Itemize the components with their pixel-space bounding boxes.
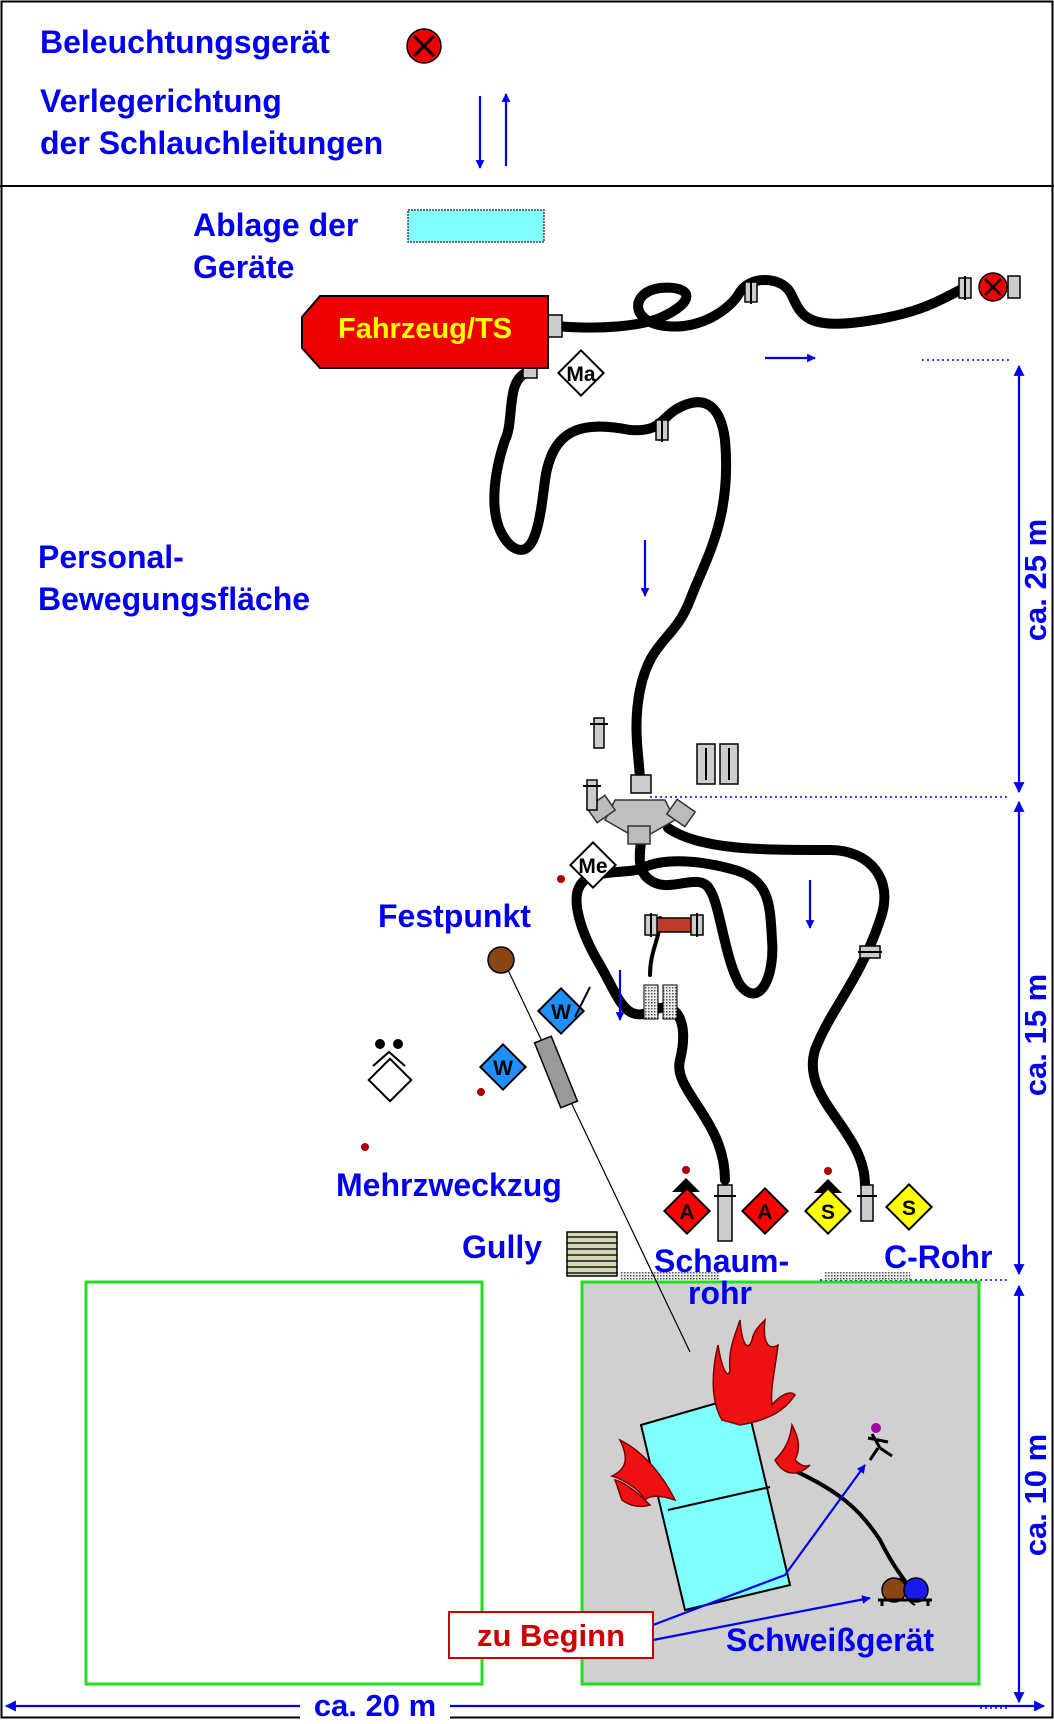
start-box xyxy=(448,1611,654,1659)
vehicle-label: Fahrzeug/TS xyxy=(338,313,512,345)
curb-left xyxy=(620,1272,720,1280)
gully-label: Gully xyxy=(462,1229,542,1265)
foam-nozzle-line1: Schaum- xyxy=(654,1243,789,1279)
water-troop-symbol-2 xyxy=(477,1042,528,1096)
c-nozzle-icon xyxy=(857,1184,877,1222)
legend-lighting-label: Beleuchtungsgerät xyxy=(40,24,330,60)
dimension-10m: ca. 10 m xyxy=(1018,1434,1053,1556)
hose-troop-symbols xyxy=(803,1167,934,1236)
distributor-icon xyxy=(585,774,697,845)
dimension-25m: ca. 25 m xyxy=(1018,519,1053,641)
messenger-symbol xyxy=(557,840,618,890)
direction-arrows-icon xyxy=(475,93,511,169)
start-label: zu Beginn xyxy=(477,1618,625,1653)
hose-troop-label-2: S xyxy=(902,1197,916,1220)
water-troop-label-1: W xyxy=(551,1001,571,1024)
lighting-icon xyxy=(406,28,442,64)
c-nozzle-label: C-Rohr xyxy=(884,1239,992,1275)
burning-object xyxy=(639,1393,792,1612)
machinist-label: Ma xyxy=(566,363,595,386)
vehicle-icon xyxy=(301,295,549,369)
winch-label: Mehrzweckzug xyxy=(336,1167,562,1203)
dimension-15m: ca. 15 m xyxy=(1018,974,1053,1096)
gully-icon xyxy=(566,1231,618,1277)
attack-troop-label-2: A xyxy=(757,1201,772,1224)
laying-direction-arrows xyxy=(615,353,816,1021)
water-troop-label-2: W xyxy=(493,1057,513,1080)
legend-direction-line2: der Schlauchleitungen xyxy=(40,125,383,161)
hose-troop-label-1: S xyxy=(821,1201,835,1224)
storage-swatch xyxy=(407,209,545,243)
attack-troop-label-1: A xyxy=(679,1201,694,1224)
curb-right xyxy=(824,1272,910,1280)
empty-area xyxy=(84,1280,484,1686)
personnel-area-line1: Personal- xyxy=(38,539,184,575)
legend-storage-line2: Geräte xyxy=(193,249,294,285)
spare-nozzle-icons xyxy=(583,717,608,811)
equipment-icons xyxy=(643,743,739,1020)
winch-operator-symbol xyxy=(361,1039,413,1151)
start-arrows xyxy=(652,1464,871,1642)
welder-label: Schweißgerät xyxy=(726,1622,934,1658)
legend-storage-line1: Ablage der xyxy=(193,207,358,243)
welder-icon xyxy=(878,1577,932,1606)
machinist-symbol xyxy=(556,348,606,398)
hose-couplings xyxy=(522,275,972,959)
water-troop-symbol-1 xyxy=(536,986,586,1036)
foam-nozzle-line2: rohr xyxy=(688,1275,752,1311)
dimension-20m: ca. 20 m xyxy=(314,1688,436,1719)
fixpoint-label: Festpunkt xyxy=(378,898,531,934)
fixpoint-rope xyxy=(487,946,691,1353)
legend-direction-line1: Verlegerichtung xyxy=(40,83,282,119)
lighting-device-icon xyxy=(978,272,1021,302)
flame-icons xyxy=(609,1317,811,1508)
personnel-area-line2: Bewegungsfläche xyxy=(38,581,310,617)
person-icon xyxy=(867,1423,893,1461)
messenger-label: Me xyxy=(578,855,607,878)
foam-nozzle-icon xyxy=(714,1184,736,1242)
attack-troop-symbols xyxy=(662,1166,790,1236)
